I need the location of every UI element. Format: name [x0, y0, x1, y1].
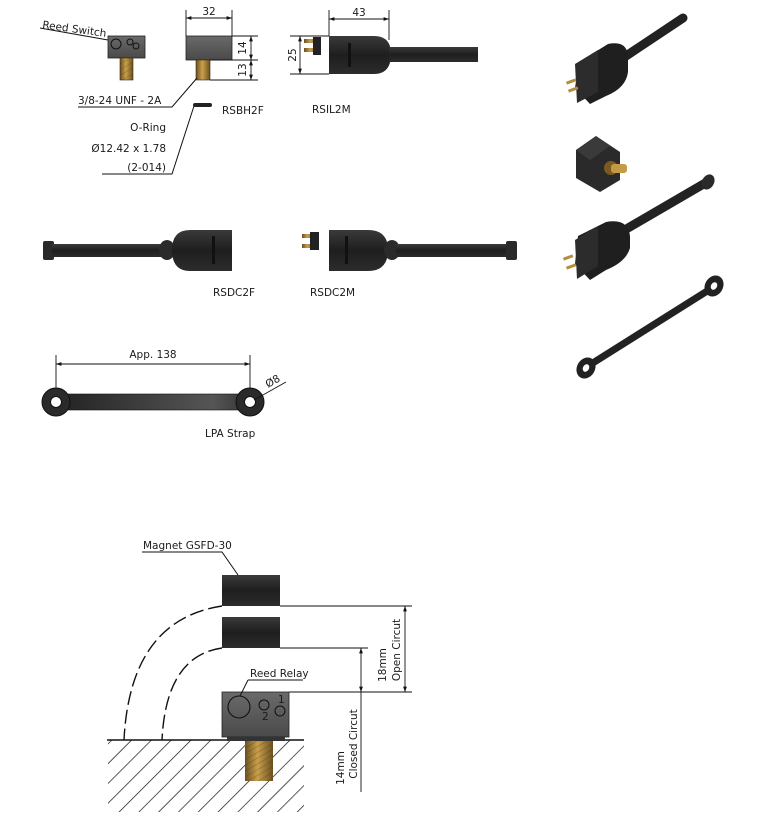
magnet-closed-position — [222, 617, 280, 648]
closed-circuit-label: Closed Circut — [348, 709, 360, 779]
oring-size: Ø12.42 x 1.78 — [91, 143, 166, 155]
rsdc2m-iso — [562, 174, 715, 280]
magnet-label: Magnet GSFD-30 — [143, 540, 232, 552]
rsdc2f-cable — [52, 244, 164, 257]
strap-band — [55, 393, 253, 411]
terminal-icon — [126, 38, 134, 46]
relay-terminal-2-icon — [258, 699, 270, 711]
rsil2m-height-dim: 25 — [287, 48, 299, 61]
rsbh2f-side: 32 14 13 3/8-24 UNF - 2A O-Ring Ø12.42 x… — [78, 6, 264, 175]
lpa-strap-label: LPA Strap — [205, 428, 256, 440]
mounting-surface — [108, 740, 304, 812]
reed-relay-body — [221, 691, 290, 738]
reed-switch-label: Reed Switch — [42, 19, 108, 40]
closed-circuit-distance: 14mm — [335, 751, 347, 785]
relay-label: Reed Relay — [250, 668, 309, 680]
oring-shape — [193, 103, 212, 107]
sensor-circle-icon — [110, 38, 122, 50]
installation-diagram: 2 1 Magnet GSFD-30 Reed Relay 18mm Open … — [107, 540, 412, 812]
rsil2m-label: RSIL2M — [312, 104, 351, 116]
rsdc2m-drawing: RSDC2M — [302, 230, 517, 299]
reed-switch-front: Reed Switch — [39, 19, 146, 81]
relay-terminal-1-label: 1 — [278, 694, 285, 706]
rsbh2f-thread — [195, 59, 211, 81]
open-circuit-label: Open Circut — [391, 619, 403, 681]
rsil2m-drawing: 43 25 RSIL2M — [287, 7, 478, 116]
rsdc2f-drawing: RSDC2F — [43, 230, 255, 299]
lpa-strap-iso — [576, 275, 724, 379]
thread-spec-label: 3/8-24 UNF - 2A — [78, 95, 162, 107]
rsbh2f-label: RSBH2F — [222, 105, 264, 117]
terminal-icon — [132, 42, 140, 50]
oring-code: (2-014) — [127, 162, 166, 174]
rsdc2m-cable — [396, 244, 508, 257]
rsdc2m-body — [329, 230, 388, 271]
strap-hole-dim: Ø8 — [264, 373, 283, 391]
rsdc2f-label: RSDC2F — [213, 287, 255, 299]
rsbh2f-iso — [576, 136, 627, 192]
open-circuit-distance: 18mm — [377, 648, 389, 682]
strap-length-dim: App. 138 — [129, 349, 176, 361]
rsil2m-cable — [389, 47, 478, 62]
relay-sensor-icon — [227, 695, 251, 719]
magnet-open-position — [222, 575, 280, 606]
rsbh2f-thread-height-dim: 13 — [237, 63, 249, 76]
lpa-strap-drawing: App. 138 Ø8 LPA Strap — [41, 349, 287, 440]
rsbh2f-width-dim: 32 — [202, 6, 215, 18]
rsil2m-body — [329, 36, 391, 74]
rsdc2f-body — [172, 230, 232, 271]
rsbh2f-body — [185, 35, 233, 61]
relay-terminal-2-label: 2 — [262, 711, 269, 723]
rsdc2f-cable-end — [43, 241, 54, 260]
rsdc2m-label: RSDC2M — [310, 287, 355, 299]
rsil2m-width-dim: 43 — [352, 7, 365, 19]
relay-terminal-1-icon — [274, 705, 286, 717]
rsil2m-iso — [565, 13, 688, 104]
rsbh2f-body-height-dim: 14 — [237, 41, 249, 55]
oring-label: O-Ring — [130, 122, 166, 134]
